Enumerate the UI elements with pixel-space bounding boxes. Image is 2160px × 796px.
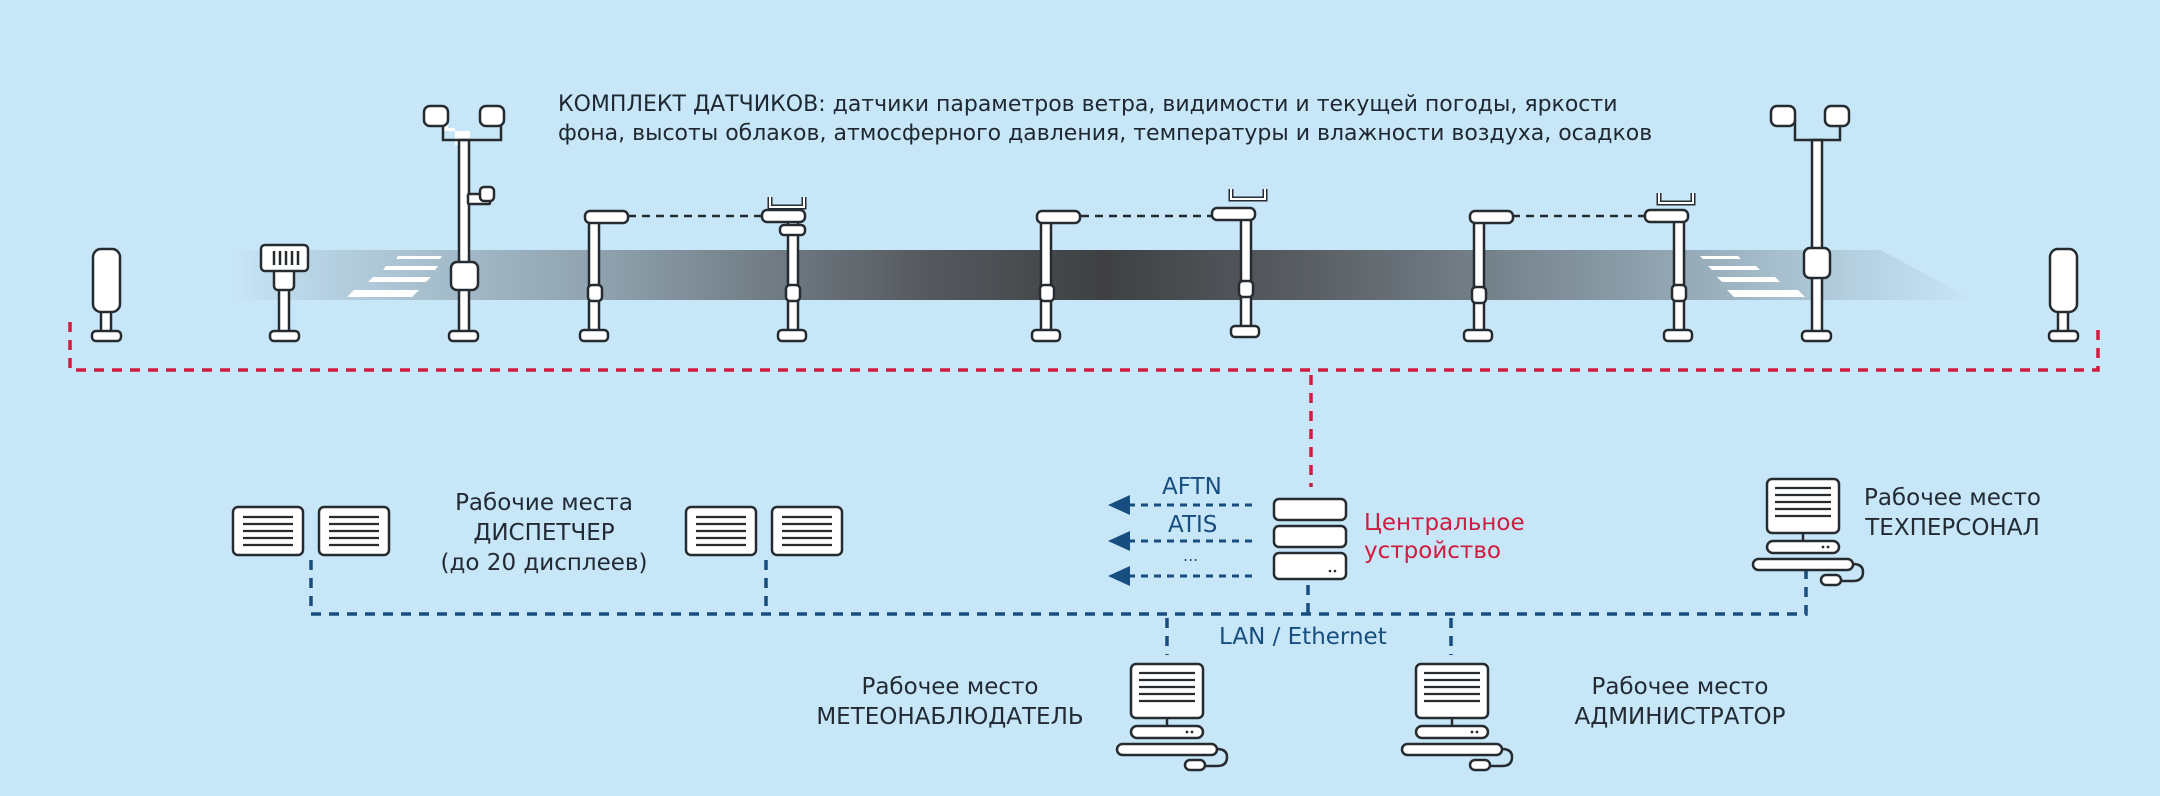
lan-bus-line <box>309 560 1808 655</box>
arrow-left-icon <box>1108 495 1130 515</box>
admin-workstation-icon <box>1400 662 1514 772</box>
admin-label-line2: АДМИНИСТРАТОР <box>1574 704 1786 730</box>
visibility-transmitter-icon <box>1462 209 1515 343</box>
lan-label: LAN / Ethernet <box>1219 624 1387 650</box>
arrow-left-icon <box>1108 566 1130 586</box>
central-unit-label-line2: устройство <box>1364 538 1501 564</box>
meteo-label-line2: МЕТЕОНАБЛЮДАТЕЛЬ <box>816 704 1084 730</box>
dispatcher-label-line3: (до 20 дисплеев) <box>440 550 648 576</box>
weather-mast-icon <box>422 104 506 343</box>
pressure-sensor-icon <box>259 243 310 343</box>
dispatcher-monitor-icon <box>317 505 391 557</box>
dispatcher-monitor-icon <box>684 505 758 557</box>
tech-label-line2: ТЕХПЕРСОНАЛ <box>1865 515 2040 541</box>
dispatcher-monitor-icon <box>231 505 305 557</box>
atis-label: ATIS <box>1168 512 1218 538</box>
sensor-bus-line <box>68 322 2100 487</box>
visibility-receiver-icon <box>1210 189 1268 339</box>
dispatcher-label: Рабочие места ДИСПЕТЧЕР (до 20 дисплеев) <box>424 488 664 578</box>
meteo-workstation-icon <box>1115 662 1229 772</box>
meteo-label-line1: Рабочее место <box>861 674 1039 700</box>
admin-label: Рабочее место АДМИНИСТРАТОР <box>1560 672 1800 732</box>
visibility-transmitter-icon <box>578 209 630 343</box>
dispatcher-label-line1: Рабочие места <box>455 490 633 516</box>
central-unit-server-icon <box>1272 497 1348 581</box>
central-unit-label-line1: Центральное <box>1364 510 1525 536</box>
runway-threshold-markings-right <box>1700 256 1805 297</box>
dispatcher-monitor-icon <box>770 505 844 557</box>
sensor-kit-list-line1: датчики параметров ветра, видимости и те… <box>825 92 1618 117</box>
meteo-label: Рабочее место МЕТЕОНАБЛЮДАТЕЛЬ <box>810 672 1090 732</box>
tech-label-line1: Рабочее место <box>1863 485 2042 511</box>
visibility-transmitter-icon <box>1030 209 1082 343</box>
weather-mast-icon <box>1769 104 1851 343</box>
central-output-lines <box>1128 503 1258 578</box>
visibility-receiver-icon <box>1643 193 1696 343</box>
visibility-receiver-icon <box>760 197 808 343</box>
precipitation-sensor-icon <box>2047 247 2080 343</box>
central-unit-label: Центральное устройство <box>1364 509 1525 565</box>
sensor-kit-title: КОМПЛЕКТ ДАТЧИКОВ: <box>558 92 826 117</box>
sensor-kit-description: КОМПЛЕКТ ДАТЧИКОВ: датчики параметров ве… <box>558 90 1652 148</box>
aftn-label: AFTN <box>1162 474 1222 500</box>
arrow-left-icon <box>1108 531 1130 551</box>
precipitation-sensor-icon <box>90 247 123 343</box>
sensor-kit-list-line2: фона, высоты облаков, атмосферного давле… <box>558 121 1653 146</box>
admin-label-line1: Рабочее место <box>1591 674 1769 700</box>
runway <box>230 250 1975 300</box>
runway-threshold-markings-left <box>347 256 442 297</box>
tech-label: Рабочее место ТЕХПЕРСОНАЛ <box>1845 483 2060 543</box>
other-output-label: ... <box>1183 546 1199 565</box>
dispatcher-label-line2: ДИСПЕТЧЕР <box>473 520 615 546</box>
